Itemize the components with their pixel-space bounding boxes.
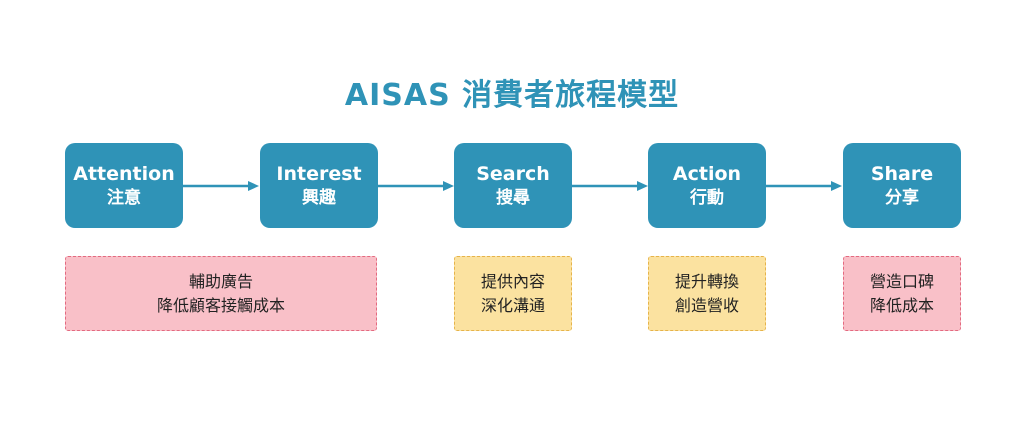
arrow-attention-to-interest [182,181,259,191]
stage-action: Action 行動 [648,143,766,228]
stage-attention: Attention 注意 [65,143,183,228]
stage-label-zh: 行動 [690,187,724,208]
note-line: 創造營收 [674,295,739,315]
stage-label-en: Interest [276,162,362,185]
note-search: 提供內容 深化溝通 [454,256,572,331]
arrow-interest-to-search [377,181,454,191]
note-share: 營造口碑 降低成本 [843,256,961,331]
note-line: 提供內容 [480,271,545,291]
stage-label-en: Search [476,162,550,185]
note-line: 輔助廣告 [188,271,253,291]
note-line: 降低顧客接觸成本 [156,295,285,315]
stage-label-zh: 注意 [107,187,141,208]
arrow-search-to-action [571,181,648,191]
stage-interest: Interest 興趣 [260,143,378,228]
stage-label-zh: 搜尋 [496,187,530,208]
stage-label-zh: 興趣 [302,187,336,208]
note-attention-interest: 輔助廣告 降低顧客接觸成本 [65,256,377,331]
diagram-title: AISAS 消費者旅程模型 [344,78,680,113]
stage-search: Search 搜尋 [454,143,572,228]
stage-label-en: Attention [73,162,175,185]
stage-label-en: Action [672,162,742,185]
arrow-action-to-share [765,181,842,191]
note-line: 降低成本 [869,295,934,315]
note-line: 深化溝通 [480,295,545,315]
note-line: 提升轉換 [674,271,739,291]
note-action: 提升轉換 創造營收 [648,256,766,331]
stage-label-zh: 分享 [885,187,919,208]
note-line: 營造口碑 [869,271,934,291]
stage-share: Share 分享 [843,143,961,228]
stage-label-en: Share [870,162,934,185]
